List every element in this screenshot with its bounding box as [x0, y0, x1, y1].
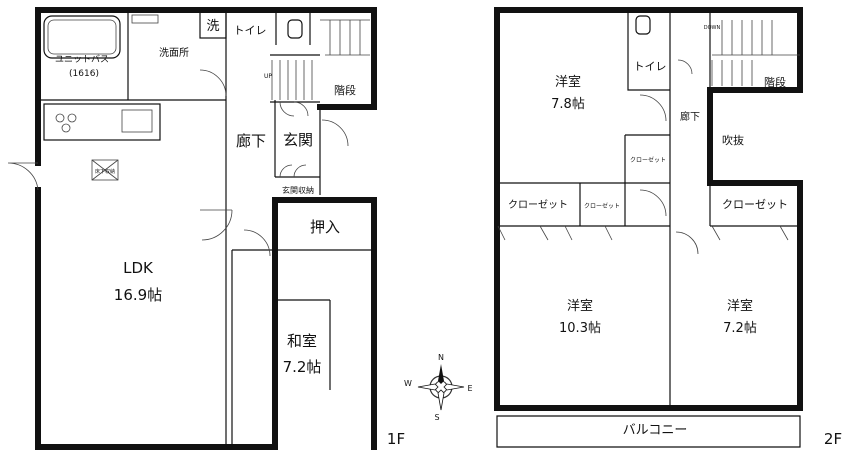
- toilet-1f-label: トイレ: [234, 24, 267, 37]
- floor-1f-label: 1F: [387, 430, 405, 448]
- up-label: UP: [264, 73, 272, 80]
- wash-room-label: 洗面所: [159, 47, 189, 59]
- western-room-b-size-label: 10.3帖: [559, 321, 601, 336]
- down-label: DOWN: [704, 25, 721, 31]
- washitsu-label: 和室: [287, 332, 317, 350]
- compass-w-label: W: [404, 379, 412, 388]
- western-room-a-size-label: 7.8帖: [551, 97, 585, 112]
- oshiire-label: 押入: [310, 218, 340, 236]
- hallway-2f-label: 廊下: [680, 110, 700, 123]
- void-label: 吹抜: [722, 133, 744, 147]
- ldk-size-label: 16.9帖: [114, 286, 162, 304]
- toilet-2f-label: トイレ: [634, 60, 667, 73]
- western-room-c-size-label: 7.2帖: [723, 321, 757, 336]
- stairs-1f-label: 階段: [334, 83, 356, 97]
- closet-small-b-label: クローゼット: [584, 202, 620, 210]
- closet-big-label: クローゼット: [508, 199, 568, 211]
- floor-2f-label: 2F: [824, 430, 842, 448]
- western-room-b-label: 洋室: [567, 298, 593, 314]
- stairs-2f-label: 階段: [764, 75, 786, 89]
- underfloor-storage-label: 床下収納: [95, 168, 115, 175]
- compass-e-label: E: [467, 384, 472, 393]
- entrance-label: 玄関: [283, 131, 313, 149]
- floor-1f: [7, 7, 377, 450]
- floor-2f: [494, 7, 803, 448]
- western-room-a-label: 洋室: [555, 74, 581, 90]
- unit-bath-label: ユニットバス: [55, 54, 109, 65]
- washer-label: 洗: [206, 19, 219, 34]
- ldk-label: LDK: [123, 259, 154, 277]
- washitsu-size-label: 7.2帖: [283, 358, 322, 376]
- entrance-storage-label: 玄関収納: [282, 185, 314, 195]
- closet-small-a-label: クローゼット: [630, 156, 666, 164]
- closet-right-label: クローゼット: [722, 198, 788, 211]
- balcony-label: バルコニー: [623, 423, 688, 438]
- hallway-1f-label: 廊下: [236, 132, 266, 150]
- unit-bath-size-label: (1616): [69, 69, 99, 79]
- western-room-c-label: 洋室: [727, 298, 753, 314]
- compass-rose-icon: [417, 364, 465, 411]
- compass-n-label: N: [438, 353, 444, 362]
- compass-s-label: S: [434, 413, 439, 422]
